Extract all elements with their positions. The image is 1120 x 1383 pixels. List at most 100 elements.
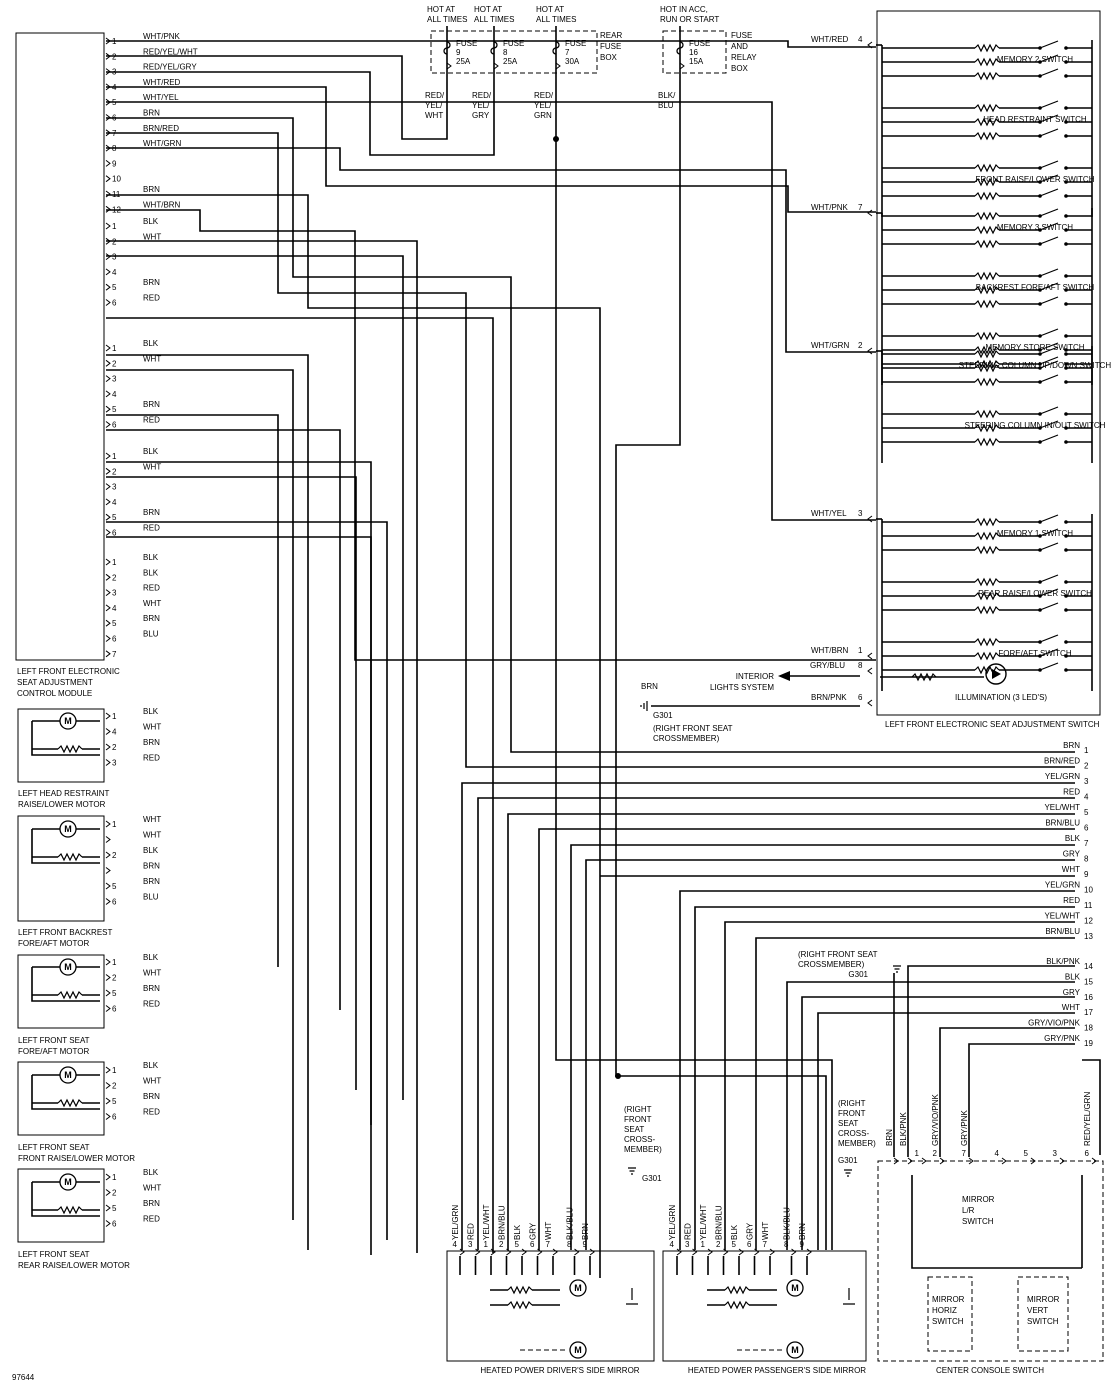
module-pin-number: 11	[112, 190, 121, 199]
connector-terminal	[791, 1248, 797, 1256]
route-blk-pnk-14	[907, 965, 1075, 1157]
module-wire-label: RED	[143, 416, 160, 425]
ground-note: SEAT	[624, 1125, 644, 1134]
right-wire-label: BRN/BLU	[1045, 819, 1080, 828]
ground-name: G301	[848, 970, 868, 979]
connector-terminal	[105, 867, 111, 874]
resistor	[974, 638, 1000, 646]
splice-dot	[615, 1073, 621, 1079]
mirror-wire-label: YEL/WHT	[699, 1204, 708, 1240]
module-pin-number: 6	[112, 635, 117, 644]
right-pin-number: 17	[1084, 1008, 1093, 1017]
resistor	[974, 226, 1000, 234]
module-pin-number: 5	[112, 619, 117, 628]
module-label: SEAT ADJUSTMENT	[17, 678, 93, 687]
fuse-wire-label: RED/	[425, 91, 445, 100]
connector-terminal	[968, 1157, 974, 1165]
fuse-hot-label: HOT AT	[536, 5, 564, 14]
fuse-symbol	[676, 41, 684, 55]
route-wht-3	[106, 476, 357, 1090]
resistor	[974, 378, 1000, 386]
right-wire-label: RED	[1063, 896, 1080, 905]
mirror-horiz-switch-label: SWITCH	[932, 1317, 964, 1326]
fuse-wire-label: WHT	[425, 111, 443, 120]
route-blk-7	[570, 844, 1075, 1250]
ground-note: FRONT	[838, 1109, 866, 1118]
connector-terminal	[105, 1097, 111, 1105]
connector-terminal	[105, 958, 111, 966]
route-red-11	[694, 906, 1075, 1250]
switch-blade	[1039, 236, 1059, 245]
mirror-resistor	[724, 1286, 750, 1294]
motor-wire-label: WHT	[143, 815, 161, 824]
fuse-hot-label: ALL TIMES	[427, 15, 467, 24]
switch-wire-label: WHT/RED	[811, 35, 849, 44]
switch-pin-number: 4	[858, 35, 863, 44]
switch-pin-number: 6	[858, 693, 863, 702]
module-pin-number: 7	[112, 129, 117, 138]
connector-terminal	[105, 529, 111, 536]
fuse-wire-label: BLK/	[658, 91, 676, 100]
led-arrow	[992, 669, 1001, 679]
motor-pin-number: 6	[112, 1220, 117, 1229]
module-wire-label: BLK	[143, 447, 159, 456]
switch-blade	[1039, 342, 1059, 351]
module-wire-label: WHT/RED	[143, 78, 181, 87]
route-wht-red	[106, 86, 876, 213]
mirror-pin-number: 9	[583, 1240, 588, 1249]
resistor	[974, 164, 1000, 172]
connector-terminal	[555, 62, 561, 70]
switch-wire-label: WHT/YEL	[811, 509, 847, 518]
mirror-pin-number: 1	[701, 1240, 706, 1249]
mirror-resistor	[724, 1301, 750, 1309]
ground-symbol	[893, 965, 901, 973]
console-pin-number: 5	[1024, 1149, 1029, 1158]
motor-wire-label: RED	[143, 1000, 160, 1009]
route-yel-wht-1	[507, 813, 1075, 1250]
connector-terminal	[105, 1220, 111, 1227]
route-gry-pnk-19	[968, 1043, 1075, 1157]
console-wire-label: GRY/PNK	[960, 1109, 969, 1146]
ground-note: (RIGHT FRONT SEAT	[798, 950, 878, 959]
connector-terminal	[893, 1157, 899, 1165]
right-pin-number: 8	[1084, 855, 1089, 864]
ground-note: MEMBER)	[624, 1145, 662, 1154]
module-wire-label: WHT	[143, 599, 161, 608]
motor-wire-label: BLK	[143, 1061, 159, 1070]
module-pin-number: 6	[112, 421, 117, 430]
switch-blade	[1039, 54, 1059, 63]
connector-terminal	[105, 268, 111, 276]
mirror-horiz-switch-label: HORIZ	[932, 1306, 957, 1315]
route-blk	[106, 240, 418, 1253]
motor-pin-number: 1	[112, 1173, 117, 1182]
module-wire-label: BRN	[143, 614, 160, 623]
route-red-3	[106, 536, 372, 1255]
switch-name: MEMORY 1 SWITCH	[997, 529, 1073, 538]
right-pin-number: 18	[1084, 1024, 1093, 1033]
console-bus	[911, 1175, 1082, 1269]
resistor	[974, 104, 1000, 112]
motor-pin-number: 2	[112, 1189, 117, 1198]
module-pin-number: 3	[112, 589, 117, 598]
backrest-motor-box	[17, 815, 105, 922]
resistor	[974, 44, 1000, 52]
sensor-resistor	[57, 1099, 83, 1107]
module-wire-label: BRN/RED	[143, 124, 179, 133]
mirror-wire-label: GRY	[529, 1222, 538, 1240]
right-pin-number: 15	[1084, 977, 1093, 986]
mirror-pin-number: 8	[567, 1240, 572, 1249]
right-wire-label: YEL/GRN	[1045, 772, 1080, 781]
connector-terminal	[105, 483, 111, 490]
module-wire-label: RED/YEL/GRY	[143, 63, 197, 72]
connector-terminal	[446, 62, 452, 70]
switch-wire-label: WHT/PNK	[811, 203, 849, 212]
motor-wire-label: BLK	[143, 846, 159, 855]
module-wire-label: RED/YEL/WHT	[143, 47, 198, 56]
connector-terminal	[105, 1005, 111, 1012]
right-wire-label: BRN/RED	[1044, 757, 1080, 766]
mirror-vert-switch-label: MIRROR	[1027, 1295, 1060, 1304]
right-wire-label: GRY	[1063, 988, 1081, 997]
motor-pin-number: 6	[112, 898, 117, 907]
switch-blade	[1039, 356, 1059, 365]
mirror-wire-label: RED	[684, 1223, 693, 1240]
